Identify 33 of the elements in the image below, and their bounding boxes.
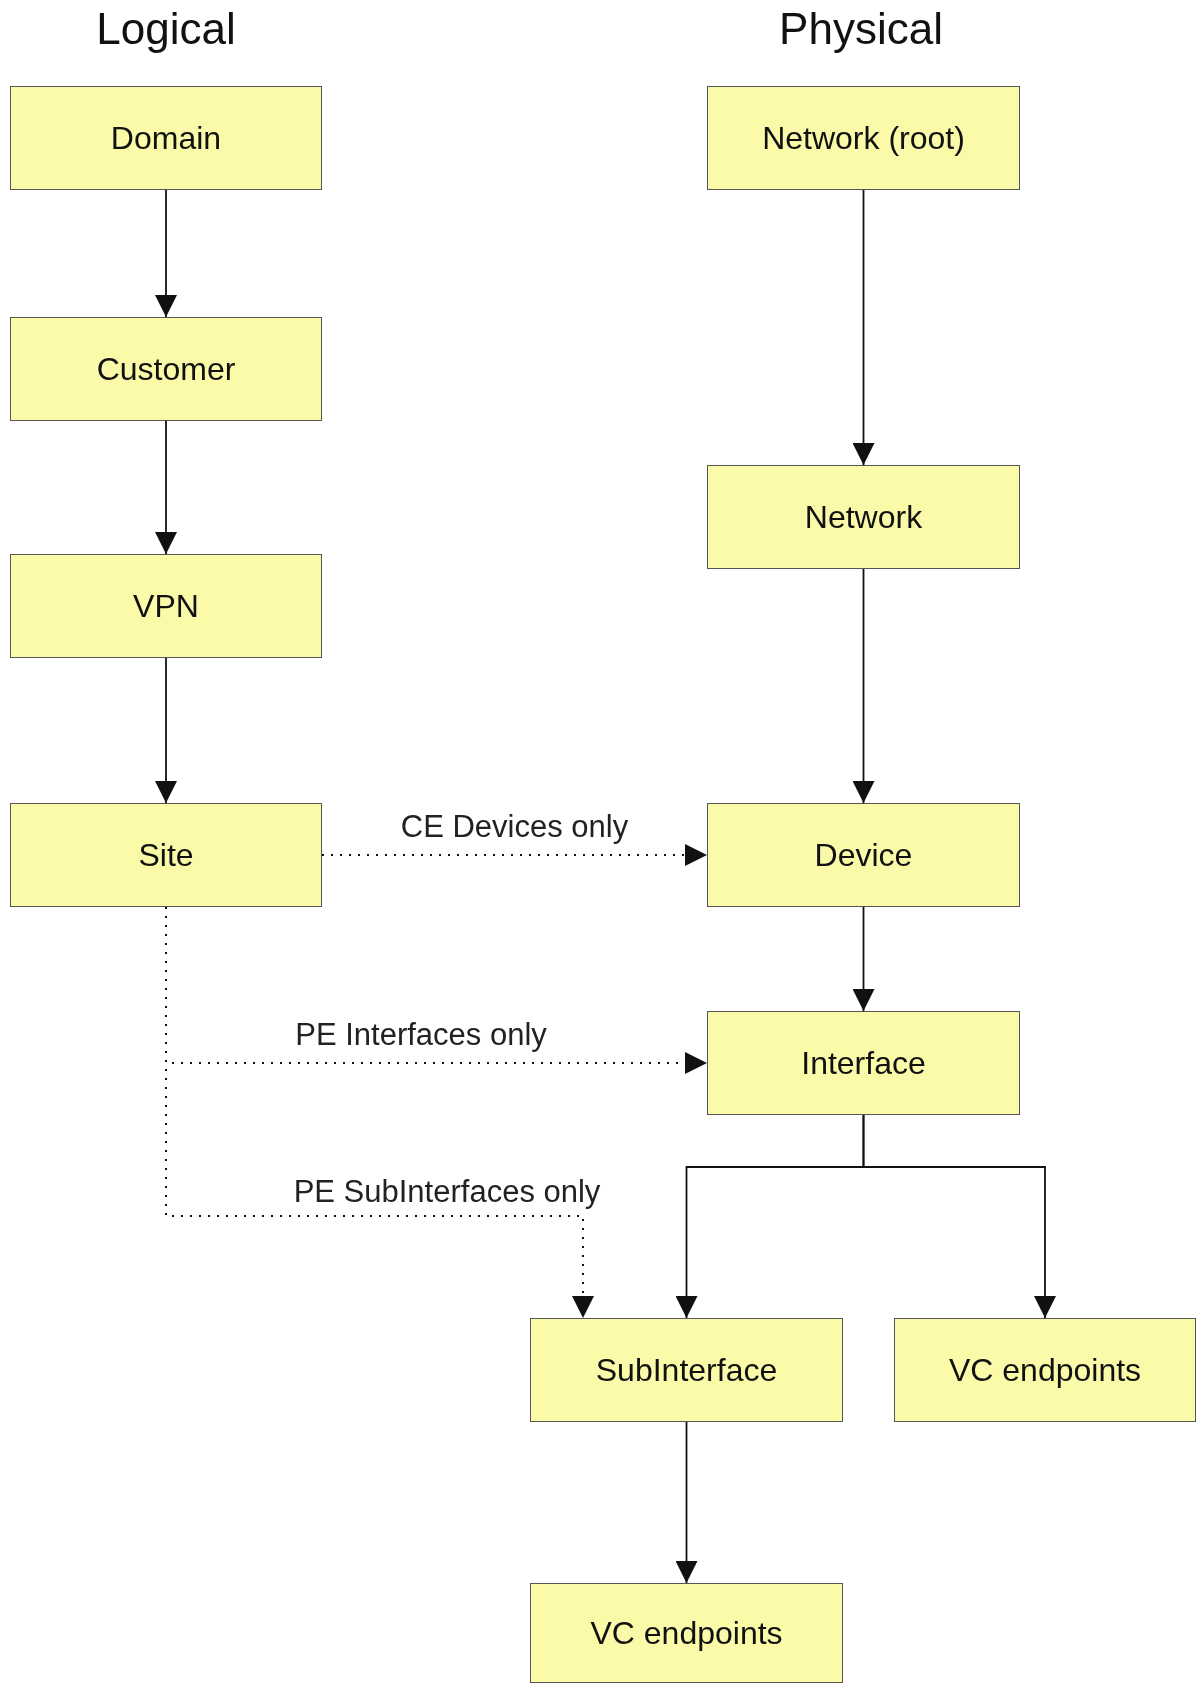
dotted-arrow xyxy=(321,844,708,866)
box-label: Customer xyxy=(96,350,236,388)
entity-box xyxy=(707,86,1020,190)
entity-box xyxy=(10,803,322,907)
box-label: VPN xyxy=(133,587,199,625)
column-heading: Physical xyxy=(779,4,943,54)
arrow xyxy=(852,568,875,804)
box-label: Site xyxy=(138,836,194,874)
entity-box xyxy=(10,317,322,421)
box-label: VC endpoints xyxy=(590,1614,783,1652)
arrow xyxy=(675,1421,698,1584)
arrow xyxy=(155,420,177,555)
column-heading: Logical xyxy=(96,4,236,54)
arrow xyxy=(852,189,875,466)
box-label: Interface xyxy=(801,1044,926,1082)
entity-box xyxy=(10,86,322,190)
entity-box xyxy=(707,803,1020,907)
arrow xyxy=(155,189,177,318)
arrow xyxy=(862,1114,1056,1319)
box-label: Network (root) xyxy=(762,119,965,157)
arrow xyxy=(155,657,177,804)
entity-box xyxy=(530,1318,843,1422)
entity-box xyxy=(894,1318,1196,1422)
entity-box xyxy=(707,465,1020,569)
entity-box xyxy=(10,554,322,658)
box-label: Network xyxy=(804,498,923,536)
entity-box xyxy=(530,1583,843,1683)
box-label: Domain xyxy=(110,119,222,157)
box-label: VC endpoints xyxy=(948,1351,1142,1389)
arrow xyxy=(852,906,875,1012)
box-label: Device xyxy=(814,836,913,874)
entity-box xyxy=(707,1011,1020,1115)
box-label: SubInterface xyxy=(595,1351,778,1389)
